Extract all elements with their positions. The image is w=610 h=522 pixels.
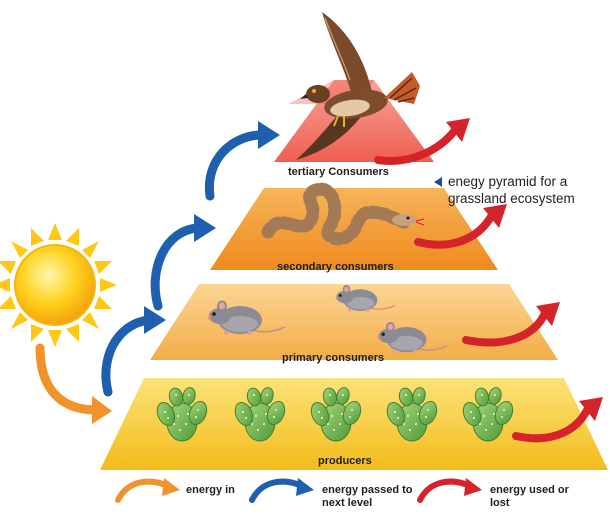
snake-icon [261, 182, 425, 246]
label-producers: producers [318, 455, 372, 467]
legend-energy-passed-label: energy passed to next level [322, 484, 413, 509]
level-primary [150, 284, 558, 360]
sun-icon [0, 223, 117, 347]
hawk-icon [296, 12, 420, 160]
label-secondary-consumers: secondary consumers [277, 261, 394, 273]
legend-energy-passed-arrow [249, 478, 314, 503]
caption-pointer-icon [434, 177, 442, 187]
legend-energy-lost-label: energy used or lost [490, 484, 569, 509]
legend-energy-in-arrow [115, 478, 180, 503]
legend-energy-in-label: energy in [186, 484, 235, 496]
label-tertiary-consumers: tertiary Consumers [288, 166, 389, 178]
energy-lost-arrows [374, 126, 592, 443]
energy-in-arrow [35, 343, 101, 415]
pyramid-caption: enegy pyramid for a grassland ecosystem [434, 173, 598, 207]
pyramid-caption-text: enegy pyramid for a grassland ecosystem [448, 174, 575, 206]
energy-passed-arrows [101, 130, 267, 397]
legend-energy-lost-arrow [417, 478, 482, 503]
label-primary-consumers: primary consumers [282, 352, 385, 364]
